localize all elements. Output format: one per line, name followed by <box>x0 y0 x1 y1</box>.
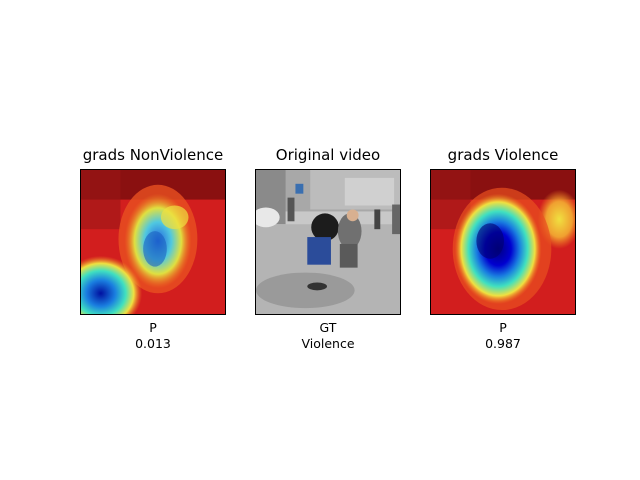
caption-label: P <box>149 320 157 335</box>
panel-title: grads NonViolence <box>82 146 224 164</box>
video-frame-image <box>255 169 401 315</box>
caption-value: 0.013 <box>135 336 171 351</box>
caption-label: GT <box>319 320 337 335</box>
caption-value: Violence <box>301 336 355 351</box>
heatmap-image <box>430 169 576 315</box>
caption-label: P <box>499 320 507 335</box>
panel-title: grads Violence <box>447 146 559 164</box>
ground-truth-caption: GT Violence <box>225 320 431 352</box>
prediction-caption: P 0.013 <box>50 320 256 352</box>
heatmap-image <box>80 169 226 315</box>
panel-title: Original video <box>275 146 381 164</box>
caption-value: 0.987 <box>485 336 521 351</box>
prediction-caption: P 0.987 <box>400 320 606 352</box>
